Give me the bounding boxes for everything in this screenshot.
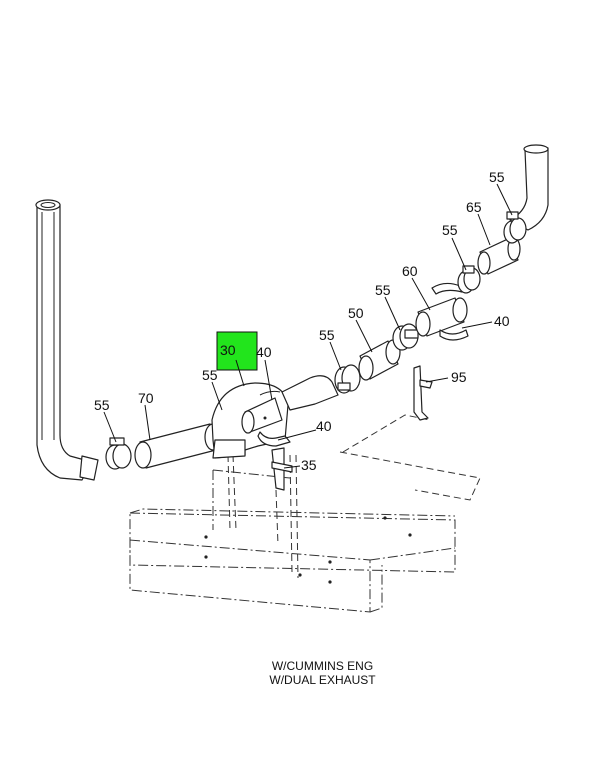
callout-60: 60 — [402, 263, 418, 279]
pipe-65 — [477, 237, 521, 275]
callouts: 30 40 40 40 55 55 55 55 55 55 50 60 65 7… — [94, 169, 510, 473]
callout-55-top: 55 — [442, 222, 458, 238]
frame-rail — [129, 469, 456, 613]
callout-70: 70 — [138, 390, 154, 406]
callout-35: 35 — [301, 457, 317, 473]
clamp-55-top-right — [503, 211, 527, 244]
callout-40-muffler: 40 — [256, 344, 272, 360]
bracket-95 — [413, 365, 433, 421]
caption-line-2: W/DUAL EXHAUST — [269, 673, 376, 687]
pipe-60 — [415, 297, 468, 337]
leader-lines — [103, 183, 513, 469]
callout-55-top-right: 55 — [489, 169, 505, 185]
hidden-lines — [227, 414, 481, 579]
callout-40-lower: 40 — [316, 418, 332, 434]
caption-line-1: W/CUMMINS ENG — [271, 659, 374, 673]
pipe-50 — [358, 339, 401, 381]
vertical-stack-pipe — [35, 199, 99, 481]
diagram-caption: W/CUMMINS ENG W/DUAL EXHAUST — [200, 659, 445, 687]
pipe-70 — [134, 423, 222, 469]
bracket-35 — [271, 447, 293, 491]
callout-55-center: 55 — [202, 367, 218, 383]
callout-40-upper: 40 — [494, 313, 510, 329]
upper-right-pipe — [509, 144, 549, 231]
clamp-55-upper — [392, 323, 419, 351]
clamp-55-left — [105, 437, 132, 470]
clamp-55-top — [457, 265, 481, 294]
callout-55-middle: 55 — [319, 327, 335, 343]
callout-55-upper: 55 — [375, 282, 391, 298]
callout-30: 30 — [220, 342, 236, 358]
callout-65: 65 — [466, 199, 482, 215]
callout-95: 95 — [451, 369, 467, 385]
callout-55-left: 55 — [94, 397, 110, 413]
bracket-40-lower — [257, 431, 291, 447]
bracket-40-upper — [431, 282, 469, 341]
callout-50: 50 — [348, 305, 364, 321]
clamp-55-middle — [334, 364, 361, 394]
